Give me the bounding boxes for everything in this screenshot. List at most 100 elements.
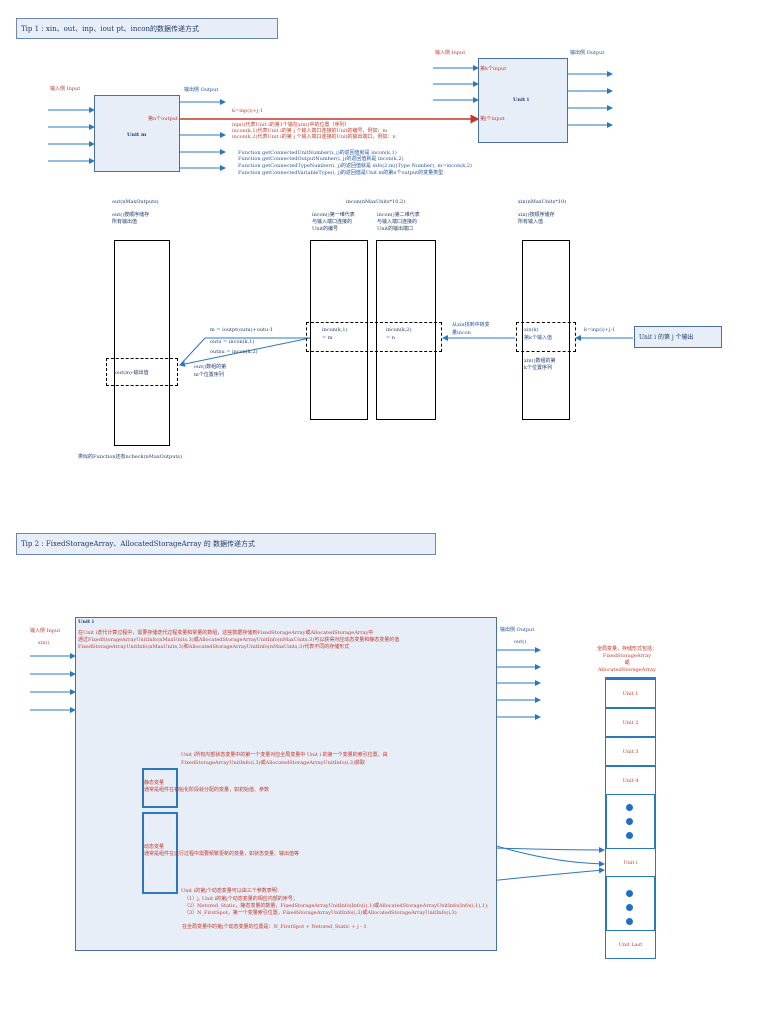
xin-k-line1: xin(k) — [524, 327, 539, 333]
tip2-header: Tip 2 : FixedStorageArray、AllocatedStora… — [16, 533, 436, 555]
intro-line-1: 在Unit i迭代计算过程中，需要存储迭代过程变量和常量的数组，这些数据存储到F… — [78, 630, 374, 636]
global-title-1: 全局变量，存储形式包括： — [596, 646, 657, 652]
output-side-label-i: 输出侧 Output — [570, 50, 605, 56]
xin-desc-2: 所有输入值 — [518, 219, 544, 225]
unit-m-box: Unit m — [94, 95, 180, 172]
global-unit-2: Unit 2 — [605, 708, 656, 737]
k-formula-2: k=inp(i)+j-1 — [584, 327, 616, 333]
global-title-4: AllocatedStorageArray — [598, 667, 656, 673]
xin-note-1: xin()数组的第 — [524, 358, 556, 364]
ellipsis-dot — [626, 904, 633, 911]
unit-i-large-label: Unit i — [78, 619, 94, 625]
global-position-formula: 在全局变量中的第j个动态变量的位置是：N_FirstSpot + Netored… — [182, 924, 367, 930]
out-note-1: out()数组的第 — [194, 364, 227, 370]
global-title-2: FixedStorageArray — [602, 653, 652, 659]
static-var-box — [142, 768, 178, 808]
global-unit-1: Unit 1 — [605, 679, 656, 708]
global-unit-last: Unit Last — [605, 930, 656, 959]
unit-i-large-box: Unit i — [75, 617, 497, 951]
jth-note-2: （1）j, Unit i的第j个动态变量的相应内部的序号； — [184, 896, 298, 902]
tip1-header: Tip 1 : xin、out、inp、iout pt、incon的数据传递方式 — [16, 18, 278, 39]
out-array-column — [114, 240, 170, 446]
incon-dim1-column — [310, 240, 368, 420]
bottom-output-side: 输出侧 Output — [500, 627, 535, 633]
function-line-4: Function getConnectedVariableType(i, j)的… — [238, 170, 444, 176]
xin-note-2: k个位置序列 — [524, 365, 553, 371]
incon-k2-line2: = n — [386, 335, 395, 341]
unit-m-label: Unit m — [127, 132, 147, 138]
unit-i-jth-output-label: Unit i 的第 j 个输出 — [639, 334, 694, 341]
intro-line-3: FixedStorageArrayUnitInfo(nMaxUnits,3)和A… — [78, 644, 350, 650]
xin-array-column — [522, 240, 570, 420]
incon1-desc-2: 与输入端口连接的 — [312, 219, 353, 225]
static-var-note-2: FixedStorageArrayUnitInfo(i,3)或Allocated… — [181, 760, 365, 766]
incon2-desc-1: incon()第二维代表 — [377, 212, 420, 218]
incon2-desc-2: 与输入端口连接的 — [377, 219, 418, 225]
bottom-input-side: 输入侧 Input — [30, 628, 61, 634]
red-line-1: inp(i)代表Unit i的第1个输在xin()中的位置（序列） — [232, 122, 350, 128]
incon-array-title: incon(nMaxUnits*10,2) — [346, 199, 406, 205]
incon-k2-line1: incon(k,2) — [386, 327, 412, 333]
xin-cell-box — [516, 322, 576, 352]
bottom-note: 类似的Function还有ncheck(nMaxOutputs) — [78, 454, 182, 460]
static-label-2: 通常是组件在初始化阶段就分配的变量，如初始值、参数 — [144, 787, 270, 793]
global-title-3: 或 — [624, 660, 630, 666]
jth-note-1: Unit i的第j个动态变量可以由三个参数表明： — [181, 888, 282, 894]
incon-cell-box — [306, 322, 442, 352]
input-side-label-i: 输入侧 Input — [435, 50, 466, 56]
jth-input-label: 第j个input — [480, 116, 505, 122]
xin-array-title: xin(nMaxUnits*10) — [518, 199, 567, 205]
global-unit-4: Unit 4 — [605, 766, 656, 795]
intro-line-2: 通过FixedStorageArrayUnitInfo(nMaxUnits,3)… — [78, 637, 400, 643]
out-cell-label: out(m)-输出值 — [115, 370, 149, 376]
ellipsis-dot — [626, 890, 633, 897]
unit-i-box: Unit i — [478, 58, 568, 143]
out-array-title: out(nMaxOutputs) — [112, 199, 159, 205]
m-formula-2: outu = incon(k,1) — [210, 339, 255, 345]
from-xin-2: 量incon — [452, 330, 471, 336]
incon1-desc-3: Unit的编号 — [312, 226, 339, 232]
red-line-3: incon(k,2)代表Unit i的第 j 个输入端口连接的Unit的输出端口… — [232, 134, 396, 140]
tip1-title: Tip 1 : xin、out、inp、iout pt、incon的数据传递方式 — [21, 24, 200, 33]
xin-desc-1: xin()按顺序储存 — [518, 212, 555, 218]
m-formula-1: m = ioutpt(outu)+outu-1 — [210, 327, 274, 333]
dynamic-label-1: 动态变量 — [144, 844, 165, 850]
bottom-xin: xin() — [38, 640, 50, 646]
jth-note-4: （3）N_FirstSpot，第一个变量索引位置，FixedStorageArr… — [184, 910, 457, 916]
k-formula: k=inp(i)+j-1 — [232, 108, 264, 114]
bottom-out: out() — [514, 639, 527, 645]
incon2-desc-3: Unit的输出端口 — [377, 226, 414, 232]
global-unit-i: Unit i — [605, 848, 656, 877]
out-cell-box: out(m)-输出值 — [106, 358, 178, 386]
incon-dim2-column — [376, 240, 436, 420]
incon1-desc-1: incon()第一维代表 — [312, 212, 355, 218]
function-line-3: Function getConnectedTypeNumber(i, j)的返回… — [238, 163, 472, 169]
nth-output-label: 第n个output — [148, 116, 178, 122]
out-note-2: m个位置序列 — [194, 372, 224, 378]
dynamic-label-2: 通常是组件在运行过程中需要频繁更新的变量，如状态变量、输出值等 — [144, 851, 300, 857]
red-line-2: incon(k,1)代表Unit i的第 j 个输入端口连接的Unit的编号，例… — [232, 128, 388, 134]
incon-k1-line1: incon(k,1) — [322, 327, 348, 333]
global-unit-3: Unit 3 — [605, 737, 656, 766]
incon-k1-line2: = m — [322, 335, 333, 341]
ellipsis-dot — [626, 918, 633, 925]
m-formula-3: outnu = incon(k,2) — [210, 349, 258, 355]
function-line-1: Function getConnectedUnitNumber(i, j)的返回… — [238, 150, 397, 156]
ellipsis-dot — [626, 832, 633, 839]
unit-i-label: Unit i — [513, 97, 529, 103]
out-desc-1: out()按顺序储存 — [112, 212, 150, 218]
from-xin-1: 从xin找到中转变 — [452, 322, 490, 328]
jth-note-3: （2）Netored_Static，静态变量的数量，FixedStorageAr… — [184, 903, 489, 909]
input-side-label: 输入侧 Input — [50, 86, 81, 92]
kth-input-label: 第k个input — [480, 66, 507, 72]
unit-i-jth-output-box: Unit i 的第 j 个输出 — [634, 326, 722, 348]
xin-k-line2: 第k个输入值 — [524, 335, 553, 341]
dynamic-var-box — [142, 812, 178, 894]
ellipsis-dot — [626, 804, 633, 811]
tip2-title: Tip 2 : FixedStorageArray、AllocatedStora… — [21, 540, 255, 548]
out-desc-2: 所有输出值 — [112, 219, 138, 225]
output-side-label: 输出侧 Output — [184, 87, 219, 93]
ellipsis-dot — [626, 818, 633, 825]
static-var-note-1: Unit i所有内部状态变量中的第一个变量对应全局变量中 Unit i 的第一个… — [181, 752, 388, 758]
static-label-1: 静态变量 — [144, 780, 165, 786]
